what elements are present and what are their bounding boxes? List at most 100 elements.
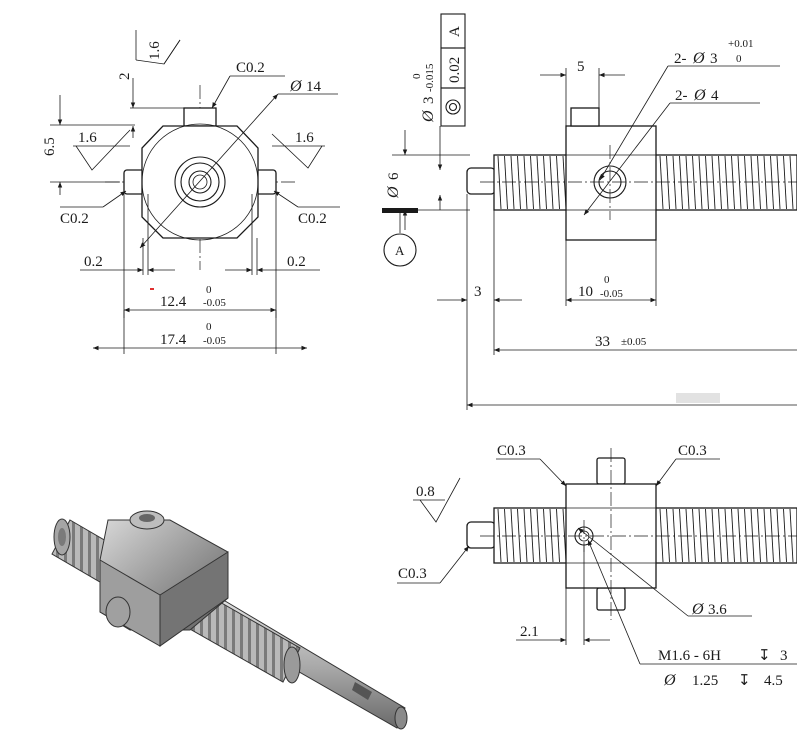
thread-line (744, 155, 748, 210)
bottom-thread-lines (497, 508, 794, 563)
thread-line (763, 508, 768, 563)
thread-line (497, 155, 502, 210)
hole4-prefix: 2- (675, 88, 688, 104)
thread-line (724, 155, 729, 210)
bore-lower: -0.015 (424, 63, 436, 92)
iso-shaft-flat (352, 682, 372, 700)
thread-line (692, 508, 696, 563)
dim-33: 33 (595, 334, 610, 350)
thread-line (523, 508, 528, 563)
drill-depth: 4.5 (764, 673, 783, 689)
thread-line (536, 155, 541, 210)
width-outer-upper: 0 (206, 321, 212, 333)
surface-finish-top: 1.6 (147, 41, 163, 60)
thread-line (504, 155, 508, 210)
thread-line (692, 155, 696, 210)
thread-line (731, 155, 735, 210)
thread-line (711, 155, 716, 210)
dim-10: 10 (578, 284, 593, 300)
tol-symbol-cell (440, 87, 466, 127)
dim-height-front: 6.5 (42, 137, 58, 156)
concentricity-icon (445, 99, 461, 115)
obscured-value (676, 393, 720, 403)
datum-circle (383, 233, 417, 267)
gap-right: 0.2 (287, 254, 306, 270)
thread-line (672, 155, 677, 210)
thread-line (718, 155, 722, 210)
thread-line (744, 508, 748, 563)
chamfer-top-right-bottom: C0.3 (678, 443, 707, 459)
iso-nut-front (159, 551, 229, 647)
thread-line (737, 508, 742, 563)
bottom-thread-right (654, 507, 797, 564)
hole3-symbol: Ø (692, 50, 706, 67)
thread-line (679, 155, 683, 210)
side-thread-lines (497, 155, 794, 210)
thread-line (750, 508, 755, 563)
thread-line (497, 508, 502, 563)
thread-line (517, 508, 521, 563)
thread-line (666, 155, 670, 210)
front-body (141, 125, 259, 239)
width-outer: 17.4 (160, 332, 187, 348)
bottom-dia-value: 3.6 (708, 602, 727, 618)
thread-line (672, 508, 677, 563)
thread-line (685, 155, 690, 210)
shaft-symbol: Ø (385, 185, 402, 199)
thread-line (718, 508, 722, 563)
thread-line (724, 508, 729, 563)
thread-line (685, 508, 690, 563)
thread-line (757, 508, 761, 563)
thread-line (789, 155, 794, 210)
red-mark (150, 288, 154, 290)
front-top-boss (183, 107, 217, 127)
tol-datum: A (447, 26, 463, 37)
thread-line (530, 155, 534, 210)
thread-line (523, 155, 528, 210)
hole3-prefix: 2- (674, 51, 687, 67)
thread-line (510, 508, 515, 563)
chamfer-top-front: C0.2 (236, 60, 265, 76)
thread-line (705, 508, 709, 563)
hole4-symbol: Ø (693, 87, 707, 104)
thread-line (659, 508, 664, 563)
thread-line (549, 155, 554, 210)
bore-upper: 0 (411, 73, 423, 79)
hole3-value: 3 (710, 51, 718, 67)
thread-spec: M1.6 - 6H (658, 648, 721, 664)
drill-depth-icon: ↧ (738, 673, 751, 689)
chamfer-left-front: C0.2 (60, 211, 89, 227)
thread-line (783, 508, 787, 563)
thread-line (737, 155, 742, 210)
thread-line (698, 155, 703, 210)
thread-line (556, 508, 560, 563)
datum-label: A (395, 243, 405, 258)
thread-line (776, 508, 781, 563)
thread-line (556, 155, 560, 210)
thread-line (543, 155, 547, 210)
dim-10-lower: -0.05 (600, 288, 623, 300)
dim-2-1: 2.1 (520, 624, 539, 640)
width-inner-lower: -0.05 (203, 297, 226, 309)
iso-side-pin (105, 596, 131, 628)
chamfer-left-bottom: C0.3 (398, 566, 427, 582)
width-outer-lower: -0.05 (203, 335, 226, 347)
thread-line (530, 508, 534, 563)
isometric-view (51, 510, 408, 730)
surface-finish-bottom: 0.8 (416, 484, 435, 500)
hole3-upper: +0.01 (728, 38, 753, 50)
thread-line (763, 155, 768, 210)
datum-bar (382, 208, 418, 213)
side-view: A 0.02 Ø 3 0 -0.015 Ø 6 A (382, 13, 797, 410)
thread-line (750, 155, 755, 210)
dim-10-upper: 0 (604, 274, 610, 286)
drill-symbol: Ø (663, 672, 677, 689)
hole4-value: 4 (711, 88, 719, 104)
dim-boss: 2 (117, 73, 133, 81)
thread-line (679, 508, 683, 563)
thread-line (549, 508, 554, 563)
width-inner: 12.4 (160, 294, 187, 310)
thread-line (770, 508, 774, 563)
chamfer-top-left-bottom: C0.3 (497, 443, 526, 459)
